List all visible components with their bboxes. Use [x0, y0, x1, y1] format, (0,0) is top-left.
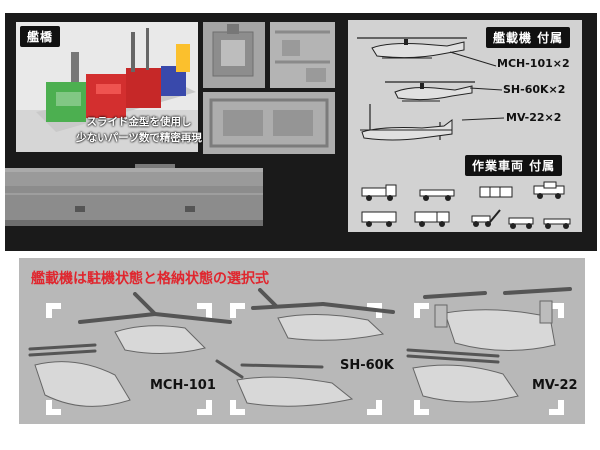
bridge-caption-line1: スライド金型を使用し [86, 116, 192, 128]
mch101-helicopter-icon [357, 37, 467, 59]
vehicle-container-icon [479, 186, 513, 198]
vehicle-crane-truck-icon [533, 181, 565, 199]
parts-image-2 [270, 22, 335, 88]
bridge-title: 艦橋 [20, 26, 61, 47]
sh60k-deployed-model [251, 288, 395, 341]
vehicle-cart-icon [419, 189, 455, 201]
sh60k-helicopter-icon [385, 81, 475, 102]
vehicle-truck-icon [414, 211, 450, 227]
parts-image-1 [203, 22, 265, 88]
mv22-deployed-model [423, 287, 572, 352]
aircraft-label-sh60k: SH-60K×2 [503, 83, 566, 96]
bridge-image [16, 22, 198, 152]
vehicle-small-cart-icon [543, 218, 571, 229]
sh60k-folded-model [215, 359, 354, 407]
bottom-title: 艦載機は駐機状態と格納状態の選択式 [31, 271, 269, 287]
ship-hull-illustration [5, 150, 267, 240]
vehicles-title: 作業車両 付属 [465, 155, 563, 176]
bottom-label-mv22: MV-22 [532, 378, 578, 393]
mch101-deployed-model [78, 292, 232, 355]
mch101-folded-model [28, 343, 131, 407]
bottom-label-sh60k: SH-60K [340, 358, 394, 373]
vehicle-forklift-icon [471, 209, 501, 227]
bridge-caption: スライド金型を使用し 少ないパーツ数で精密再現 [74, 114, 204, 145]
mv22-tiltrotor-icon [360, 104, 453, 141]
bottom-bracket-frames [46, 303, 564, 415]
bridge-caption-line2: 少ないパーツ数で精密再現 [76, 132, 202, 144]
parts-image-3 [203, 92, 335, 154]
vehicle-tow-tractor-icon [361, 184, 397, 201]
vehicle-small-tug-icon [508, 217, 534, 229]
aircraft-label-mch101: MCH-101×2 [497, 57, 570, 70]
aircraft-label-mv22: MV-22×2 [506, 111, 562, 124]
aircraft-leader-lines [449, 51, 505, 121]
mv22-folded-model [406, 348, 519, 403]
aircraft-title: 艦載機 付属 [486, 27, 571, 48]
vehicle-fire-truck-icon [361, 211, 397, 227]
bottom-label-mch101: MCH-101 [150, 378, 216, 393]
